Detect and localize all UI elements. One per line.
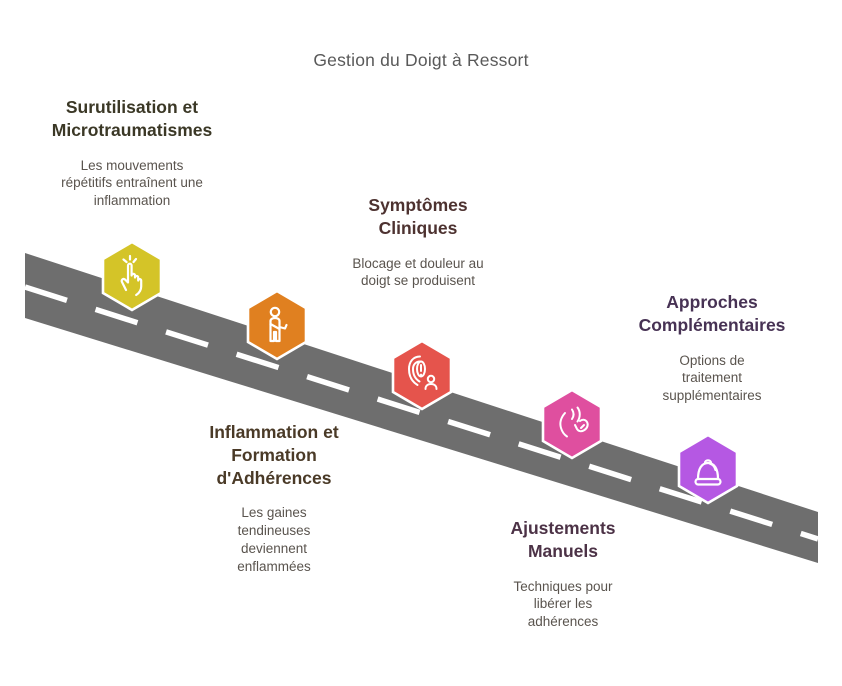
milestone-marker-ajustements: [541, 388, 603, 460]
hexagon-shape: [246, 289, 308, 361]
milestone-description: Options de traitement supplémentaires: [662, 352, 762, 404]
hexagon-shape: [541, 388, 603, 460]
milestone-label-approches: Approches Complémentaires Options de tra…: [622, 291, 802, 405]
manual-therapy-hands-icon: [559, 406, 589, 438]
milestone-marker-surutilisation: [101, 240, 163, 312]
milestone-marker-approches: [677, 433, 739, 505]
milestone-title: Symptômes Cliniques: [368, 195, 468, 238]
milestone-description: Blocage et douleur au doigt se produisen…: [352, 255, 484, 289]
trigger-finger-icon: [120, 254, 143, 297]
milestone-marker-symptomes: [391, 339, 453, 411]
milestone-label-surutilisation: Surutilisation et Microtraumatismes Les …: [42, 96, 222, 210]
milestone-label-ajustements: Ajustements Manuels Techniques pour libé…: [483, 517, 643, 631]
cupping-bell-icon: [694, 459, 722, 486]
milestone-title: Surutilisation et Microtraumatismes: [51, 97, 213, 140]
milestone-description: Les gaines tendineuses deviennent enflam…: [237, 505, 311, 575]
milestone-label-inflammation: Inflammation et Formation d'Adhérences L…: [209, 421, 339, 576]
hexagon-shape: [677, 433, 739, 505]
milestone-label-symptomes: Symptômes Cliniques Blocage et douleur a…: [338, 194, 498, 290]
hexagon-shape: [391, 339, 453, 411]
milestone-title: Ajustements Manuels: [510, 518, 616, 561]
milestone-title: Approches Complémentaires: [638, 292, 786, 335]
milestone-description: Les mouvements répétitifs entraînent une…: [61, 157, 203, 209]
road-center-dashed-line: [24, 284, 819, 542]
milestone-marker-inflammation: [246, 289, 308, 361]
injured-person-icon: [269, 306, 288, 343]
milestone-description: Techniques pour libérer les adhérences: [513, 578, 613, 630]
milestone-title: Inflammation et Formation d'Adhérences: [209, 422, 339, 488]
fingerprint-alert-icon: [408, 355, 438, 390]
page-title: Gestion du Doigt à Ressort: [313, 50, 529, 70]
